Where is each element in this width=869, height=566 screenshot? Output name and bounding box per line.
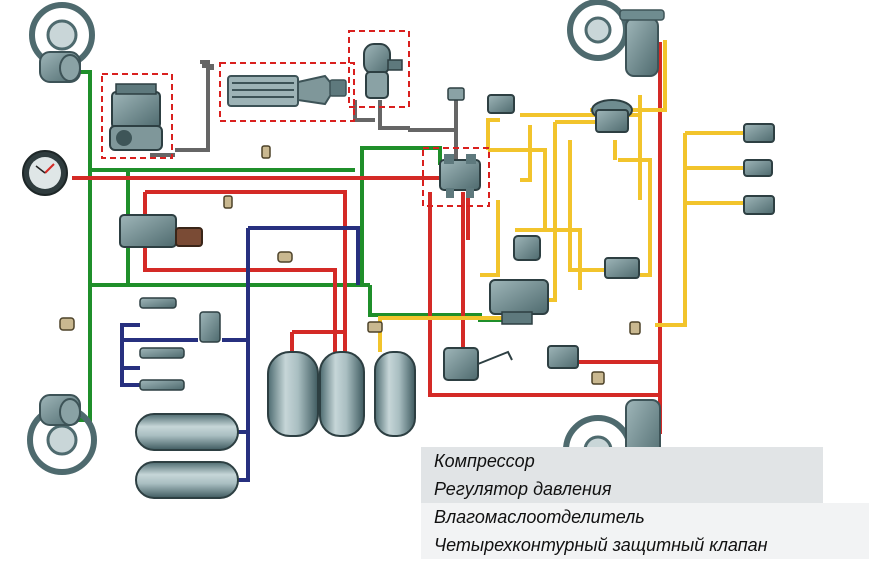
legend-item-moisture-separator: Влагомаслоотделитель [421,503,869,531]
legend-item-pressure-regulator: Регулятор давления [421,475,823,503]
rear-relay-valve-icon [547,345,579,369]
protection-valve-icon [439,154,481,198]
pressure-regulator-icon [227,74,347,107]
front-left-brake-chamber-icon [29,2,95,83]
parking-valve-icon [513,235,541,261]
moisture-separator-highlight-frame [348,30,410,108]
brake-valve-icon [119,214,203,248]
load-regulator-icon [443,347,513,381]
grey-supply-lines [150,60,458,160]
pressure-gauge-icon [22,150,68,196]
auxiliary-consumer-icons [139,297,221,391]
central-brake-valve-icon [489,279,549,325]
yellow-circuit-lines [378,40,745,352]
legend-item-compressor: Компрессор [421,447,823,475]
compressor-icon [109,83,163,151]
protection-valve-highlight-frame [422,147,490,207]
legend-item-protection-valve: Четырехконтурный защитный клапан [421,531,869,559]
top-control-valve-icon [447,87,515,114]
compressor-highlight-frame [101,73,173,159]
moisture-separator-icon [363,43,403,99]
component-legend: Компрессор Регулятор давления Влагомасло… [421,440,869,566]
pressure-sensor-icons [59,145,641,385]
trailer-connector-icons [743,123,775,215]
rear-left-brake-chamber-icon [27,394,97,475]
air-tank-icon [135,351,416,499]
blue-circuit-lines [120,226,360,482]
front-right-brake-chamber-icon [567,0,665,77]
relay-valve-icon [591,99,633,133]
pressure-regulator-highlight-frame [219,62,355,122]
accelerator-valve-icon [604,257,640,279]
